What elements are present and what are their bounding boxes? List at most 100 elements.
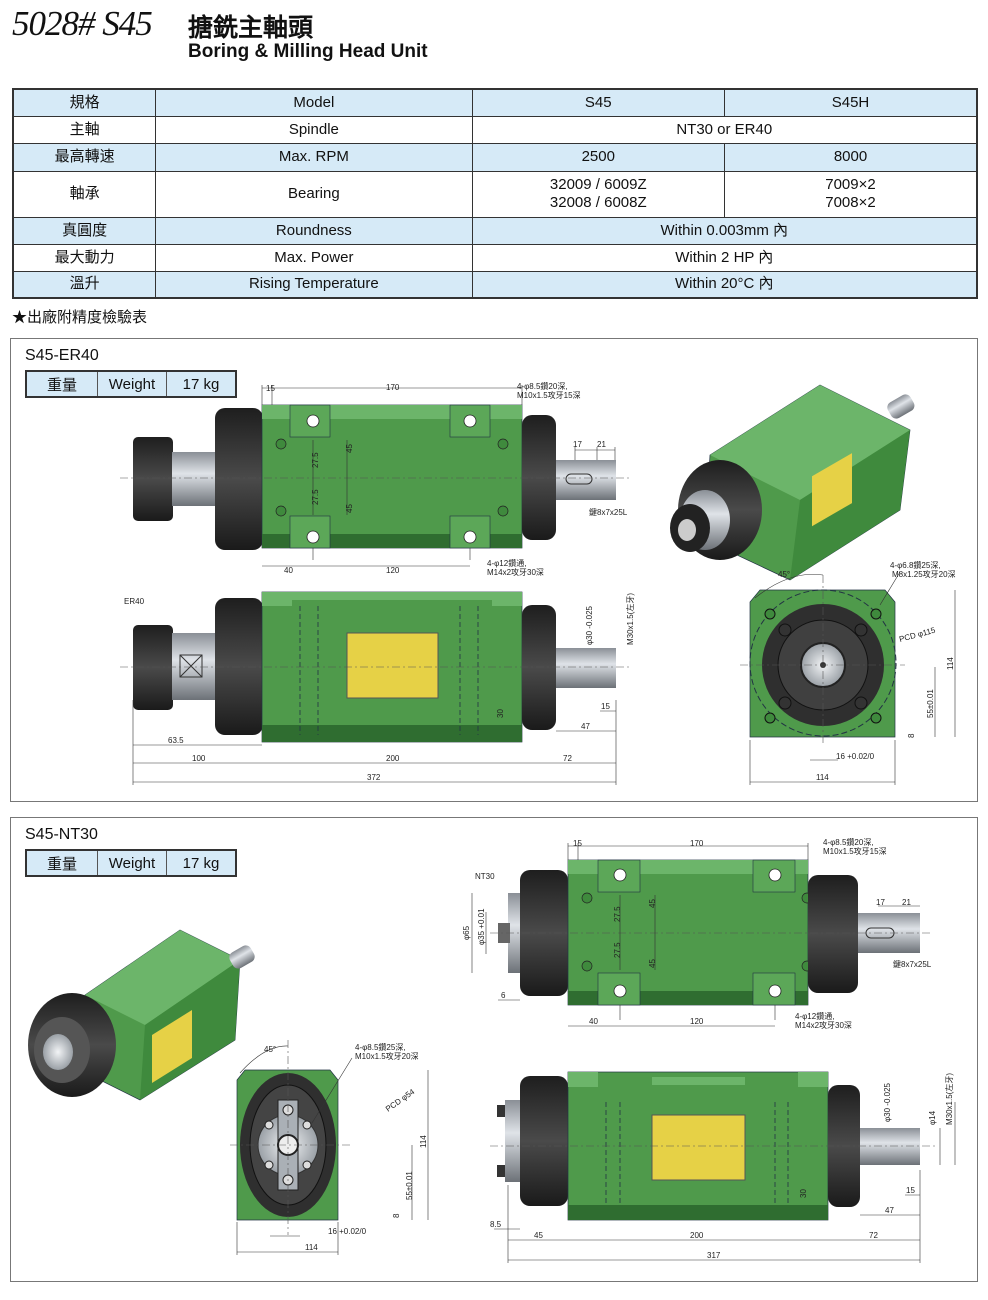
dim-label: 45 <box>648 899 657 908</box>
dim-label: 120 <box>690 1017 704 1026</box>
dim-label: 200 <box>690 1231 704 1240</box>
er40-top-view: 15 170 4-φ8.5鑽20深, M10x1.5攻牙15深 17 21 鍵8… <box>120 381 630 577</box>
dim-label: 120 <box>386 566 400 575</box>
nt30-3d-view <box>28 929 255 1101</box>
cell: Max. RPM <box>155 142 473 172</box>
weight-label-en: Weight <box>97 370 167 398</box>
hole-note: 4-φ8.5鑽20深, <box>823 837 874 847</box>
dim-label: φ35 +0.01 <box>477 908 486 945</box>
hole-note: 4-φ8.5鑽25深, <box>355 1042 406 1052</box>
dim-label: 114 <box>946 657 955 670</box>
pcd-label: PCD φ115 <box>898 626 937 644</box>
spindle-type-label: NT30 <box>475 872 495 881</box>
nt30-end-view: 45° 4-φ8.5鑽25深, M10x1.5攻牙20深 PCD φ54 114… <box>230 1040 429 1255</box>
hole-note: M8x1.25攻牙20深 <box>892 569 956 579</box>
nt30-top-view: 15 170 4-φ8.5鑽20深, M10x1.5攻牙15深 NT30 φ65… <box>462 837 932 1030</box>
cell: Bearing <box>155 170 473 218</box>
cell: 真圓度 <box>12 216 157 245</box>
dim-label: 15 <box>573 839 582 848</box>
hole-note: M10x1.5攻牙20深 <box>355 1051 419 1061</box>
header-cell: S45 <box>471 88 726 117</box>
dim-label: 15 <box>906 1186 915 1195</box>
cell: 軸承 <box>12 170 157 218</box>
dim-label: 72 <box>869 1231 878 1240</box>
hole-note: M10x1.5攻牙15深 <box>823 846 887 856</box>
dim-label: φ14 <box>928 1110 937 1125</box>
dim-label: 317 <box>707 1251 721 1260</box>
cell: Within 20°C 內 <box>471 270 978 299</box>
dim-label: 170 <box>386 383 400 392</box>
dim-label: 30 <box>799 1189 808 1198</box>
dim-label: 200 <box>386 754 400 763</box>
hole-note: 4-φ6.8鑽25深, <box>890 560 941 570</box>
dim-label: 45 <box>648 959 657 968</box>
dim-label: 47 <box>581 722 590 731</box>
title-chinese: 搪銑主軸頭 <box>188 13 314 42</box>
dim-label: 114 <box>419 1135 428 1148</box>
hole-note: 4-φ8.5鑽20深, <box>517 381 568 391</box>
dim-label: 8.5 <box>490 1220 502 1229</box>
nt30-side-view: 8.5 45 200 72 317 47 15 30 φ30 -0.025 φ1… <box>490 1071 956 1263</box>
panel-title: S45-NT30 <box>25 826 98 843</box>
dim-label: 40 <box>284 566 293 575</box>
cell: 2500 <box>471 142 726 172</box>
dim-label: 15 <box>266 384 275 393</box>
cell: Spindle <box>155 115 473 144</box>
cell: 最高轉速 <box>12 142 157 172</box>
er40-3d-view <box>670 384 915 581</box>
dim-label: 72 <box>563 754 572 763</box>
hole-note: M14x2攻牙30深 <box>795 1020 852 1030</box>
dim-label: φ30 -0.025 <box>585 605 594 645</box>
cell: Rising Temperature <box>155 270 473 299</box>
cell: Roundness <box>155 216 473 245</box>
bearing-line: 32008 / 6008Z <box>549 194 647 211</box>
angle-label: 45° <box>778 570 790 579</box>
bearing-line: 7009×2 <box>825 176 876 193</box>
dim-label: 21 <box>902 898 911 907</box>
dim-label: 114 <box>816 773 829 782</box>
thread-label: M30x1.5(左牙) <box>625 593 635 645</box>
dim-label: 63.5 <box>168 736 184 745</box>
dim-label: 45 <box>534 1231 543 1240</box>
weight-value: 17 kg <box>166 849 237 877</box>
dim-label: 6 <box>501 991 506 1000</box>
dim-label: 45 <box>345 504 354 513</box>
dim-label: 55±0.01 <box>405 1171 414 1200</box>
dim-label: 21 <box>597 440 606 449</box>
er40-end-view: 45° 4-φ6.8鑽25深, M8x1.25攻牙20深 PCD φ115 11… <box>740 560 956 785</box>
dim-label: 27.5 <box>613 906 622 922</box>
inspection-note: ★出廠附精度檢驗表 <box>12 309 148 326</box>
dim-label: 55±0.01 <box>926 689 935 718</box>
key-note: 鍵8x7x25L <box>893 959 932 969</box>
cell: Within 2 HP 內 <box>471 243 978 272</box>
hole-note: 4-φ12鑽通, <box>795 1011 834 1021</box>
header-cell: S45H <box>724 88 978 117</box>
dim-label: 47 <box>885 1206 894 1215</box>
bearing-line: 32009 / 6009Z <box>549 176 647 193</box>
dim-label: 30 <box>496 709 505 718</box>
dim-label: 114 <box>305 1243 318 1252</box>
weight-value: 17 kg <box>166 370 237 398</box>
dim-label: 100 <box>192 754 206 763</box>
cell: Max. Power <box>155 243 473 272</box>
hole-note: M14x2攻牙30深 <box>487 567 544 577</box>
thread-label: M30x1.5(左牙) <box>944 1073 954 1125</box>
dim-label: 45 <box>345 444 354 453</box>
dim-label: φ30 -0.025 <box>883 1082 892 1122</box>
dim-label: 27.5 <box>311 452 320 468</box>
dim-label: 8 <box>907 733 916 738</box>
dim-label: 17 <box>573 440 582 449</box>
angle-label: 45° <box>264 1045 276 1054</box>
cell: 溫升 <box>12 270 157 299</box>
